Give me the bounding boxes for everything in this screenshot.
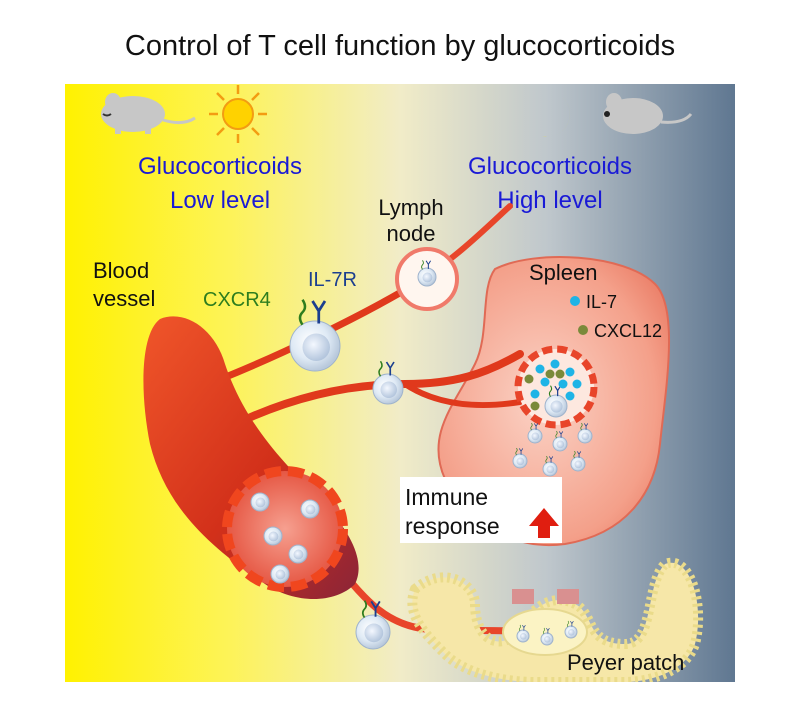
t-cell-in-vessel [250,492,270,512]
legend-il7-label: IL-7 [586,292,617,312]
gc-low-label-line1: Glucocorticoids [138,153,302,180]
immune-response-box [400,477,562,543]
diagram-canvas: Glucocorticoids Low level Glucocorticoid… [65,84,735,682]
gc-low-label-line2: Low level [170,187,270,214]
t-cell-exiting-spleen [527,422,543,444]
legend-il7-dot [570,296,580,306]
spleen-label: Spleen [529,260,598,285]
t-cell-exiting-spleen [512,447,528,469]
t-cells-group [250,260,593,650]
t-cell-large [289,299,341,372]
lymph-node-label-line2: node [387,221,436,246]
t-cell-in-vessel [263,526,283,546]
sun-icon [209,85,267,143]
il7-dot [565,367,575,377]
lymph-node-label-line1: Lymph [378,195,443,220]
il7r-label: IL-7R [308,269,357,291]
t-cell-exiting-spleen [577,422,593,444]
t-cell-in-spleen [544,385,568,418]
t-cell-in-vessel [270,564,290,584]
mouse-night-icon [603,93,693,134]
t-cell-vessel-branch [372,360,404,405]
gc-high-label-line2: High level [497,187,602,214]
gc-high-label-line1: Glucocorticoids [468,153,632,180]
t-cell-exiting-spleen [570,450,586,472]
t-cell-in-vessel [288,544,308,564]
peyer-patch [502,608,588,656]
il7-dot [550,359,560,369]
il7-dot [565,391,575,401]
t-cell-exiting-spleen [552,430,568,452]
t-cell-to-peyer [355,600,391,650]
t-cell-in-peyer-patch [540,627,554,646]
cxcl12-dot [524,374,534,384]
il7-dot [540,377,550,387]
t-cell-in-vessel [300,499,320,519]
mouse-day-icon [101,93,196,134]
legend-cxcl12-label: CXCL12 [594,321,662,341]
t-cell-in-peyer-patch [516,624,530,643]
cxcl12-dot [555,369,565,379]
peyer-patch-label: Peyer patch [567,650,684,675]
cxcl12-dot [530,401,540,411]
immune-response-line1: Immune [405,484,488,510]
t-cell-in-lymph-node [417,260,437,287]
legend-cxcl12-dot [578,325,588,335]
t-cell-in-peyer-patch [564,620,578,639]
blood-vessel-label-line1: Blood [93,258,149,283]
immune-response-line2: response [405,513,500,539]
blood-vessel-label-line2: vessel [93,286,155,311]
cxcl12-dot [545,369,555,379]
il7-dot [530,389,540,399]
il7-dot [572,379,582,389]
t-cell-exiting-spleen [542,455,558,477]
page-title: Control of T cell function by glucocorti… [124,30,676,62]
il7-dot [558,379,568,389]
cxcr4-label: CXCR4 [203,289,271,311]
up-arrow-icon [529,508,559,538]
il7-dot [535,364,545,374]
